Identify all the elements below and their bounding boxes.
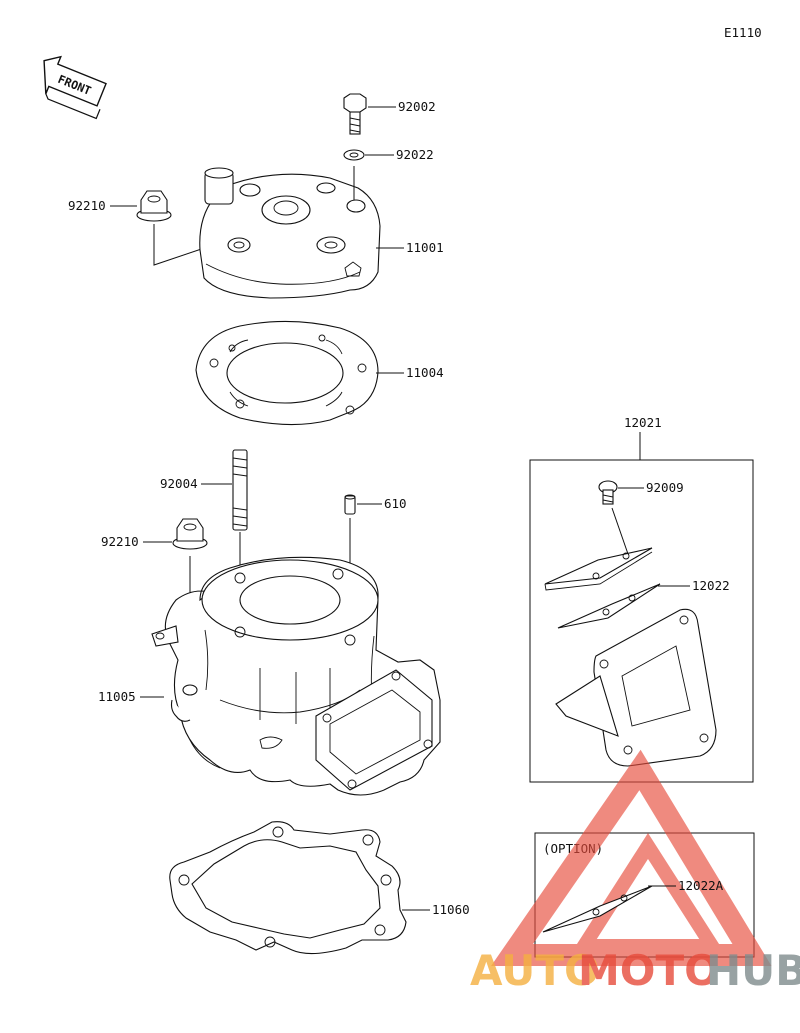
label-11004: 11004 <box>406 365 444 380</box>
label-92022: 92022 <box>396 147 434 162</box>
watermark-hub: HUB <box>706 946 800 995</box>
label-11001: 11001 <box>406 240 444 255</box>
washer-icon <box>343 149 365 161</box>
label-12022a: 12022A <box>678 878 724 893</box>
label-12022: 12022 <box>692 578 730 593</box>
label-11060: 11060 <box>432 902 470 917</box>
flange-nut-icon <box>136 190 172 222</box>
reed-block-icon <box>555 608 717 767</box>
label-92009: 92009 <box>646 480 684 495</box>
cylinder-head-icon <box>199 167 381 299</box>
label-11005: 11005 <box>98 689 136 704</box>
cap-bolt-icon <box>343 93 367 135</box>
cylinder-icon <box>151 556 441 796</box>
flange-nut-lower-icon <box>172 518 208 550</box>
label-610: 610 <box>384 496 407 511</box>
dowel-pin-icon <box>344 494 356 515</box>
label-92004: 92004 <box>160 476 198 491</box>
reed-screw-icon <box>598 480 618 505</box>
front-arrow-icon: FRONT <box>43 55 107 120</box>
watermark-text: AUTO MOTO HUB <box>470 946 800 995</box>
watermark-logo <box>491 749 772 966</box>
watermark-moto: MOTO <box>578 946 720 995</box>
base-gasket-icon <box>169 821 407 955</box>
label-12021: 12021 <box>624 415 662 430</box>
label-92210-upper: 92210 <box>68 198 106 213</box>
reed-stopper-icon <box>544 547 653 591</box>
label-92210-lower: 92210 <box>101 534 139 549</box>
diagram-code: E1110 <box>724 25 762 40</box>
stud-icon <box>232 449 248 531</box>
watermark-auto: AUTO <box>470 946 600 995</box>
label-92002: 92002 <box>398 99 436 114</box>
head-gasket-icon <box>195 320 379 426</box>
reed-petal-icon <box>557 583 661 629</box>
